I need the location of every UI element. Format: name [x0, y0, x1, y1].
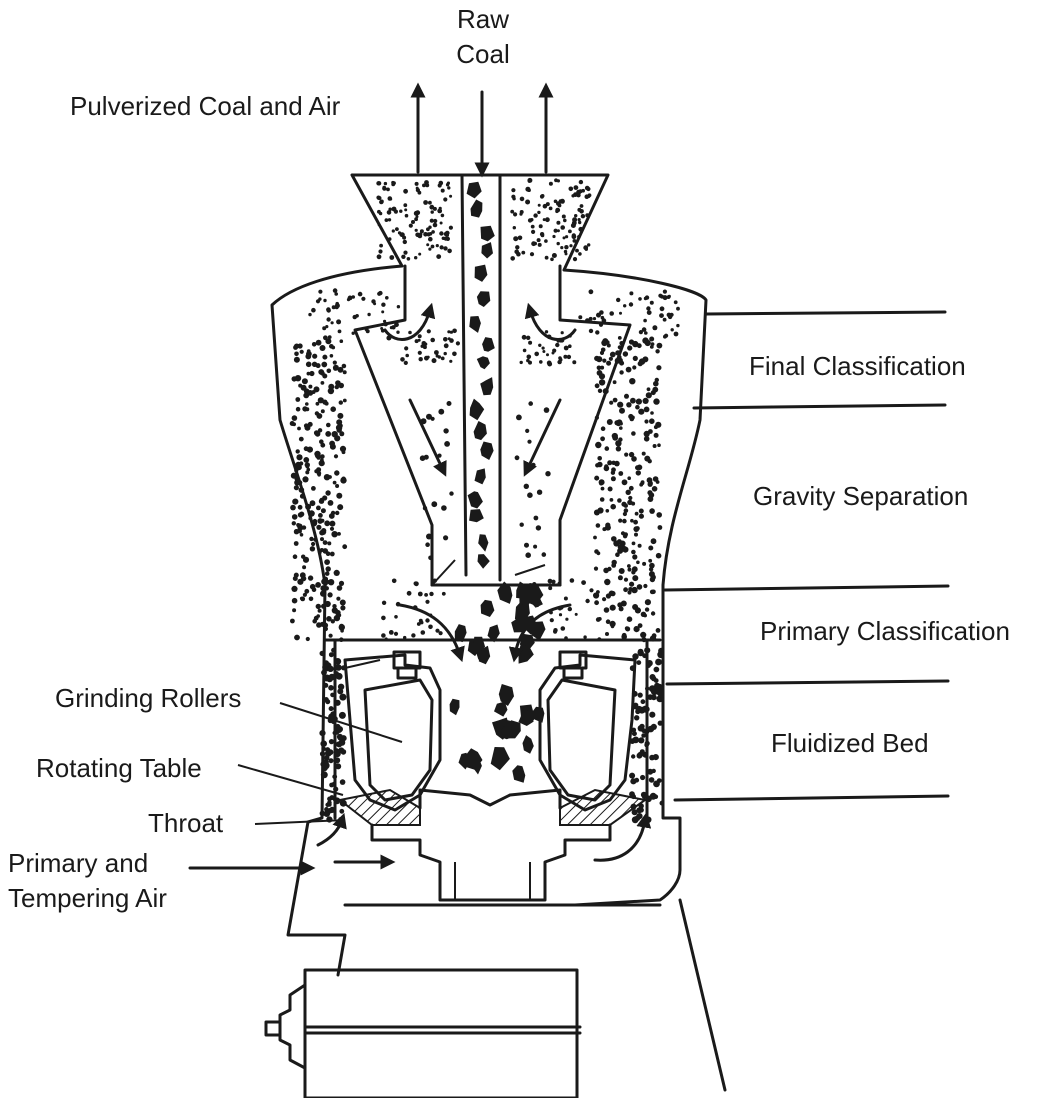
label-raw-coal-line1: Raw	[457, 4, 509, 34]
label-gravity-separation: Gravity Separation	[753, 481, 968, 511]
label-throat: Throat	[148, 808, 224, 838]
label-fluidized-bed: Fluidized Bed	[771, 728, 929, 758]
label-primary-classification: Primary Classification	[760, 616, 1010, 646]
label-grinding-rollers: Grinding Rollers	[55, 683, 241, 713]
label-pulverized-coal-and-air: Pulverized Coal and Air	[70, 91, 341, 121]
label-primary-air-line2: Tempering Air	[8, 883, 167, 913]
grinding-roller-right	[540, 652, 635, 810]
zone-dividers	[665, 312, 948, 800]
diagram-labels: Raw Coal Pulverized Coal and Air Final C…	[8, 4, 1010, 913]
classifier-cone	[355, 266, 630, 585]
label-rotating-table: Rotating Table	[36, 753, 202, 783]
label-raw-coal-line2: Coal	[456, 39, 509, 69]
label-final-classification: Final Classification	[749, 351, 966, 381]
rotating-table	[340, 790, 660, 905]
label-primary-air-line1: Primary and	[8, 848, 148, 878]
flow-arrows	[190, 90, 645, 868]
gearbox-motor	[266, 900, 725, 1098]
grinding-roller-left	[345, 652, 440, 810]
